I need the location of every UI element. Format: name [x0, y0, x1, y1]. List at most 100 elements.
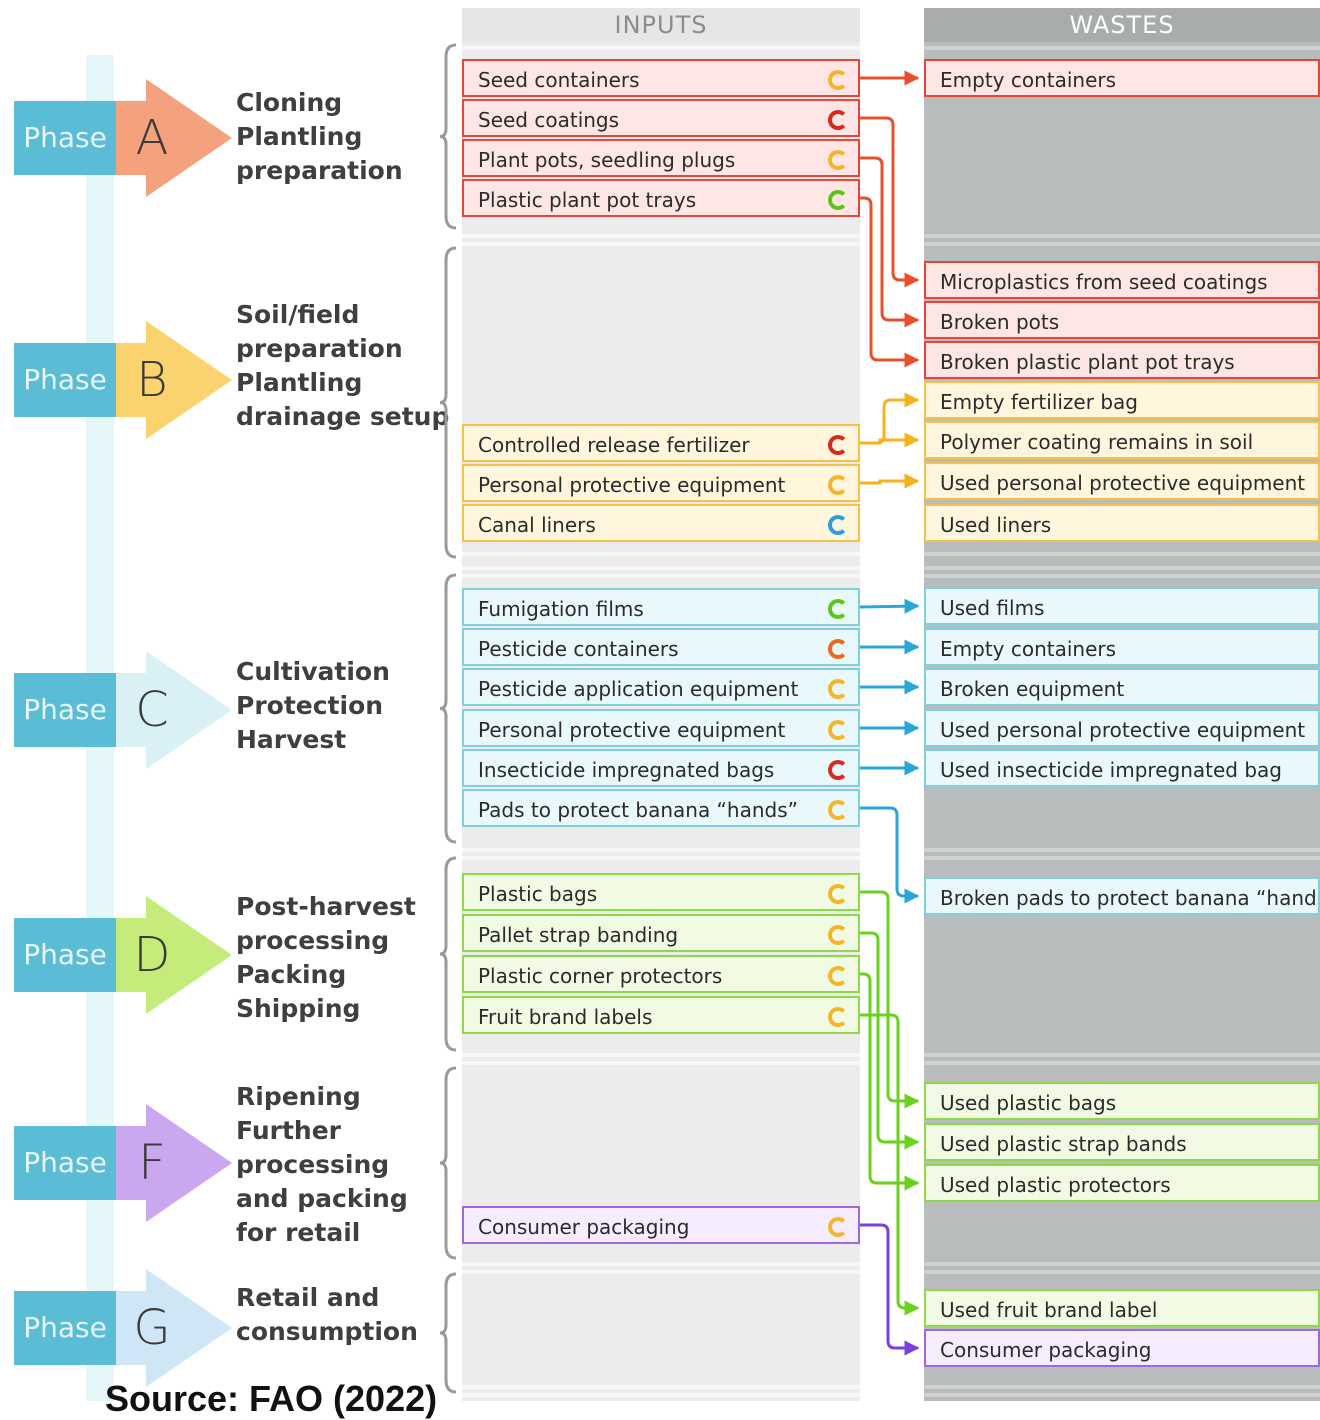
- phase-description-line: preparation: [236, 334, 403, 363]
- waste-label: Empty fertilizer bag: [940, 390, 1138, 414]
- input-item: Personal protective equipment: [462, 464, 860, 502]
- phase-description-line: Further: [236, 1116, 341, 1145]
- waste-label: Polymer coating remains in soil: [940, 430, 1254, 454]
- phase-description-line: Cultivation: [236, 657, 390, 686]
- phase-bracket: [439, 246, 457, 559]
- phase-bracket: [439, 856, 457, 1052]
- waste-label: Consumer packaging: [940, 1338, 1152, 1362]
- waste-label: Used films: [940, 596, 1045, 620]
- input-item: Canal liners: [462, 504, 860, 542]
- phase-description-line: Ripening: [236, 1082, 361, 1111]
- flow-connector: [860, 392, 920, 445]
- input-label: Pesticide containers: [478, 637, 679, 661]
- phase-description-line: processing: [236, 1150, 390, 1179]
- waste-item: Used personal protective equipment: [924, 709, 1320, 747]
- flow-connector: [860, 196, 920, 368]
- input-label: Pesticide application equipment: [478, 677, 799, 701]
- phase-arrow-shape: [116, 79, 232, 197]
- waste-item: Used plastic bags: [924, 1082, 1320, 1120]
- phase-arrow-shape: [116, 896, 232, 1014]
- recycle-cycle-icon: [828, 515, 848, 535]
- waste-label: Used plastic bags: [940, 1091, 1117, 1115]
- waste-item: Used liners: [924, 504, 1320, 542]
- flow-connector: [860, 1013, 920, 1316]
- phase-description-line: Soil/field: [236, 300, 360, 329]
- phase-description-line: and packing: [236, 1184, 408, 1213]
- input-item: Seed containers: [462, 59, 860, 97]
- phase-letter: F: [138, 1135, 166, 1191]
- input-label: Controlled release fertilizer: [478, 433, 750, 457]
- waste-item: Used plastic strap bands: [924, 1123, 1320, 1161]
- input-label: Fruit brand labels: [478, 1005, 653, 1029]
- waste-item: Broken pots: [924, 301, 1320, 339]
- flow-connector: [860, 972, 920, 1191]
- input-item: Seed coatings: [462, 99, 860, 137]
- waste-item: Broken plastic plant pot trays: [924, 341, 1320, 379]
- waste-item: Used films: [924, 587, 1320, 625]
- phase-bracket: [439, 573, 457, 844]
- input-item: Plastic bags: [462, 873, 860, 911]
- input-item: Fumigation films: [462, 588, 860, 626]
- input-item: Fruit brand labels: [462, 996, 860, 1034]
- waste-label: Used plastic strap bands: [940, 1132, 1187, 1156]
- phase-description-line: Retail and: [236, 1283, 380, 1312]
- waste-label: Used plastic protectors: [940, 1173, 1171, 1197]
- flow-connector: [860, 931, 920, 1150]
- input-label: Consumer packaging: [478, 1215, 690, 1239]
- flow-connector: [860, 1223, 920, 1356]
- waste-item: Empty fertilizer bag: [924, 381, 1320, 419]
- waste-item: Used insecticide impregnated bag: [924, 749, 1320, 787]
- recycle-cycle-icon: [828, 1217, 848, 1237]
- input-item: Personal protective equipment: [462, 709, 860, 747]
- recycle-cycle-icon: [828, 884, 848, 904]
- input-label: Personal protective equipment: [478, 718, 786, 742]
- flow-connector: [860, 432, 920, 448]
- waste-label: Empty containers: [940, 637, 1117, 661]
- input-label: Canal liners: [478, 513, 596, 537]
- recycle-cycle-icon: [828, 639, 848, 659]
- input-label: Seed coatings: [478, 108, 620, 132]
- recycle-cycle-icon: [828, 760, 848, 780]
- waste-item: Used personal protective equipment: [924, 462, 1320, 500]
- phase-word: Phase: [14, 1291, 116, 1365]
- waste-item: Polymer coating remains in soil: [924, 421, 1320, 459]
- recycle-cycle-icon: [828, 435, 848, 455]
- input-item: Plastic corner protectors: [462, 955, 860, 993]
- inputs-header: INPUTS: [462, 8, 860, 42]
- phase-word: Phase: [14, 918, 116, 992]
- waste-label: Broken equipment: [940, 677, 1125, 701]
- waste-label: Used fruit brand label: [940, 1298, 1158, 1322]
- input-item: Controlled release fertilizer: [462, 424, 860, 462]
- waste-label: Used liners: [940, 513, 1052, 537]
- phase-letter: B: [136, 352, 168, 408]
- phase-arrow-shape: [116, 1104, 232, 1222]
- recycle-cycle-icon: [828, 679, 848, 699]
- waste-label: Used personal protective equipment: [940, 718, 1306, 742]
- waste-item: Consumer packaging: [924, 1329, 1320, 1367]
- recycle-cycle-icon: [828, 190, 848, 210]
- input-label: Plastic plant pot trays: [478, 188, 697, 212]
- input-label: Plastic bags: [478, 882, 598, 906]
- phase-bracket: [439, 1066, 457, 1260]
- waste-item: Broken equipment: [924, 668, 1320, 706]
- input-label: Insecticide impregnated bags: [478, 758, 775, 782]
- phase-description-line: Harvest: [236, 725, 347, 754]
- waste-item: Broken pads to protect banana “hands”: [924, 877, 1320, 915]
- recycle-cycle-icon: [828, 1007, 848, 1027]
- phase-description-line: consumption: [236, 1317, 418, 1346]
- phase-description-line: Post-harvest: [236, 892, 416, 921]
- phase-description-line: Packing: [236, 960, 347, 989]
- waste-item: Microplastics from seed coatings: [924, 261, 1320, 299]
